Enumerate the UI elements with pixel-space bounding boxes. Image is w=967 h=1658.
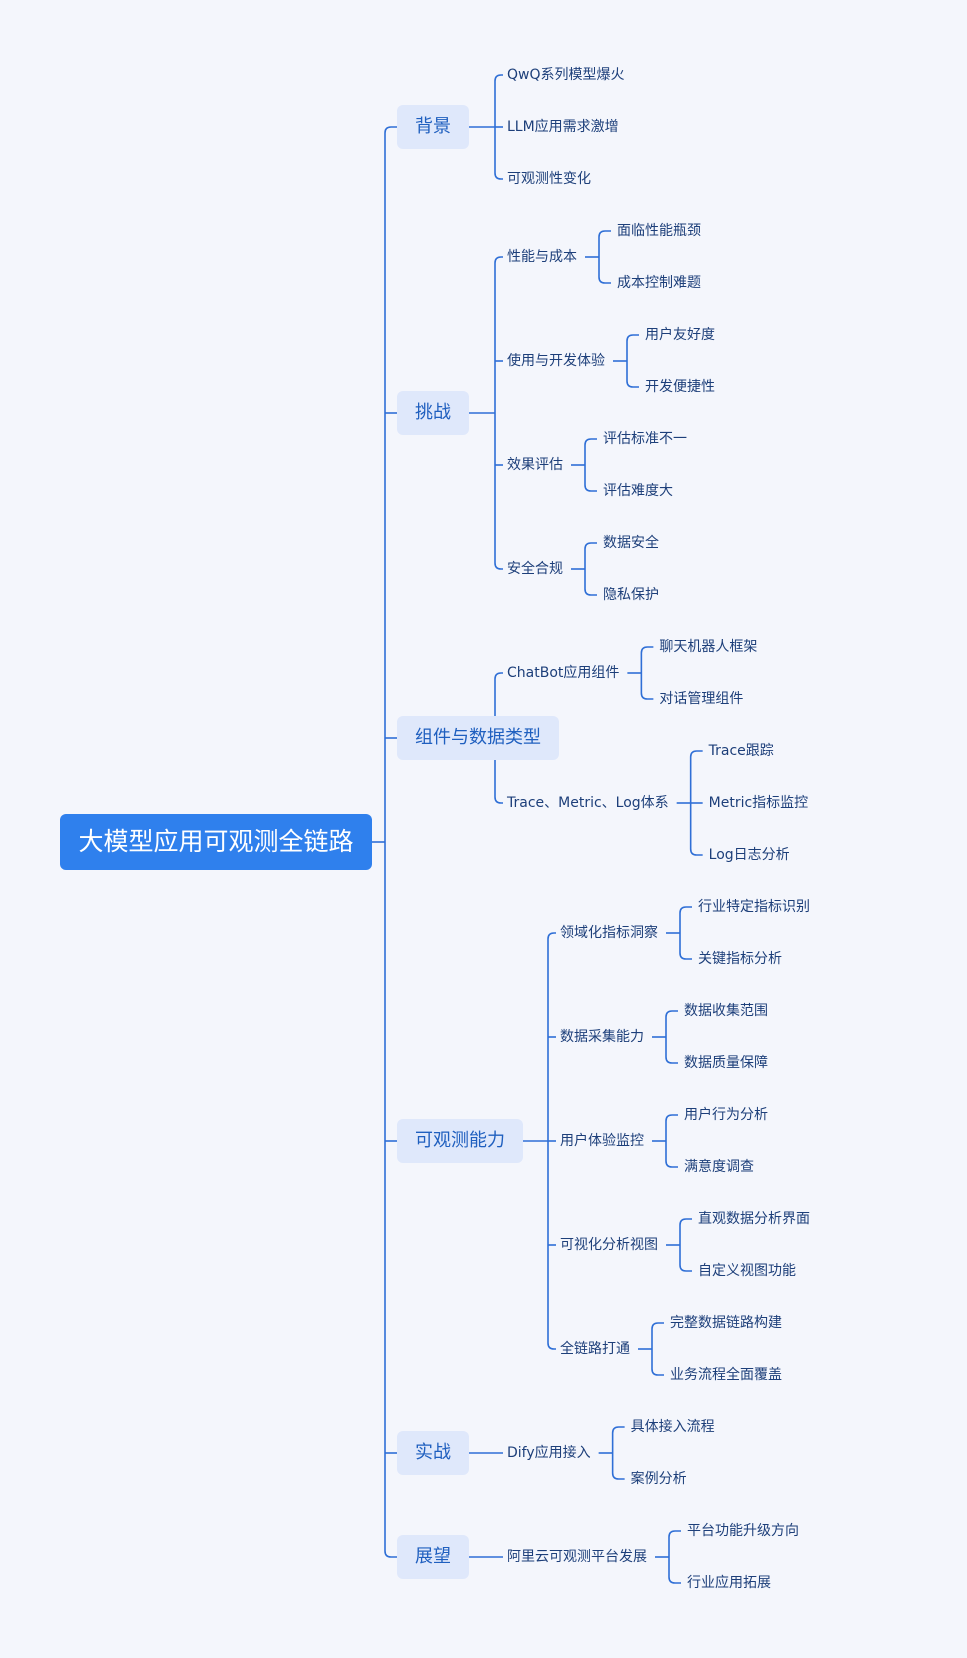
leaf-1-2-1[interactable]: 评估难度大 bbox=[602, 483, 673, 499]
sub-link-3-3-down bbox=[679, 1245, 692, 1272]
leaf-1-0-1[interactable]: 成本控制难题 bbox=[616, 275, 701, 291]
leaf-3-1-0[interactable]: 数据收集范围 bbox=[683, 1003, 768, 1019]
root-node[interactable]: 大模型应用可观测全链路 bbox=[60, 814, 372, 870]
branch-node-1[interactable]: 挑战 bbox=[397, 391, 469, 435]
branch-node-3[interactable]: 可观测能力 bbox=[397, 1119, 523, 1163]
branch-link-2-up bbox=[494, 672, 503, 738]
leaf-5-0-0[interactable]: 平台功能升级方向 bbox=[686, 1523, 799, 1539]
sub-link-1-3-up bbox=[584, 542, 597, 569]
branch-link-1-up bbox=[494, 256, 503, 413]
branch-link-3-up bbox=[547, 932, 556, 1141]
sub-link-3-1-down bbox=[665, 1037, 678, 1064]
branch-link-1-down bbox=[494, 413, 503, 570]
sub-link-1-1-down bbox=[626, 361, 639, 388]
leaf-2-1-0[interactable]: Trace跟踪 bbox=[708, 743, 774, 759]
subtopic-2-1[interactable]: Trace、Metric、Log体系 bbox=[507, 795, 669, 811]
leaf-2-1-2[interactable]: Log日志分析 bbox=[708, 847, 790, 863]
leaf-3-0-1[interactable]: 关键指标分析 bbox=[697, 951, 782, 967]
leaf-5-0-1[interactable]: 行业应用拓展 bbox=[686, 1575, 771, 1591]
branch-node-5[interactable]: 展望 bbox=[397, 1535, 469, 1579]
sub-link-3-4-down bbox=[651, 1349, 664, 1376]
subtopic-5-0[interactable]: 阿里云可观测平台发展 bbox=[507, 1549, 647, 1565]
sub-link-1-3-down bbox=[584, 569, 597, 596]
trunk-up bbox=[384, 126, 397, 842]
leaf-3-3-1[interactable]: 自定义视图功能 bbox=[697, 1263, 796, 1279]
sub-link-5-0-down bbox=[668, 1557, 681, 1584]
subtopic-0-2[interactable]: 可观测性变化 bbox=[507, 171, 591, 187]
subtopic-3-4[interactable]: 全链路打通 bbox=[560, 1341, 630, 1357]
leaf-4-0-0[interactable]: 具体接入流程 bbox=[630, 1419, 715, 1435]
sub-link-1-2-up bbox=[584, 438, 597, 465]
sub-link-3-0-up bbox=[679, 906, 692, 933]
sub-link-3-1-up bbox=[665, 1010, 678, 1037]
sub-link-4-0-up bbox=[611, 1426, 625, 1453]
sub-link-2-0-down bbox=[640, 673, 654, 700]
trunk-down bbox=[384, 842, 397, 1558]
sub-link-5-0-up bbox=[668, 1530, 681, 1557]
leaf-1-3-0[interactable]: 数据安全 bbox=[602, 535, 659, 551]
subtopic-3-3[interactable]: 可视化分析视图 bbox=[560, 1237, 658, 1253]
leaf-1-3-1[interactable]: 隐私保护 bbox=[602, 587, 659, 603]
leaf-3-3-0[interactable]: 直观数据分析界面 bbox=[697, 1211, 810, 1227]
leaf-2-0-1[interactable]: 对话管理组件 bbox=[659, 691, 744, 707]
subtopic-1-3[interactable]: 安全合规 bbox=[507, 561, 563, 577]
sub-link-1-2-down bbox=[584, 465, 597, 492]
branch-node-2[interactable]: 组件与数据类型 bbox=[397, 716, 559, 760]
leaf-1-1-1[interactable]: 开发便捷性 bbox=[644, 379, 715, 395]
subtopic-0-0[interactable]: QwQ系列模型爆火 bbox=[507, 67, 625, 83]
subtopic-1-2[interactable]: 效果评估 bbox=[507, 457, 563, 473]
leaf-1-2-0[interactable]: 评估标准不一 bbox=[602, 431, 687, 447]
leaf-3-2-0[interactable]: 用户行为分析 bbox=[683, 1107, 768, 1123]
sub-link-2-1-up bbox=[689, 750, 703, 803]
sub-link-3-2-down bbox=[665, 1141, 678, 1168]
branch-node-4[interactable]: 实战 bbox=[397, 1431, 469, 1475]
sub-link-3-0-down bbox=[679, 933, 692, 960]
leaf-1-1-0[interactable]: 用户友好度 bbox=[644, 327, 715, 343]
subtopic-3-2[interactable]: 用户体验监控 bbox=[560, 1133, 644, 1149]
leaf-3-2-1[interactable]: 满意度调查 bbox=[683, 1159, 754, 1175]
sub-link-1-0-down bbox=[598, 257, 611, 284]
subtopic-1-1[interactable]: 使用与开发体验 bbox=[507, 353, 605, 369]
sub-link-1-1-up bbox=[626, 334, 639, 361]
sub-link-1-0-up bbox=[598, 230, 611, 257]
sub-link-3-4-up bbox=[651, 1322, 664, 1349]
leaf-2-0-0[interactable]: 聊天机器人框架 bbox=[659, 639, 758, 655]
subtopic-3-0[interactable]: 领域化指标洞察 bbox=[560, 925, 658, 941]
leaf-2-1-1[interactable]: Metric指标监控 bbox=[708, 795, 809, 811]
leaf-4-0-1[interactable]: 案例分析 bbox=[630, 1471, 687, 1487]
leaf-3-1-1[interactable]: 数据质量保障 bbox=[683, 1055, 768, 1071]
branch-link-0-up bbox=[494, 74, 503, 127]
sub-link-3-3-up bbox=[679, 1218, 692, 1245]
sub-link-4-0-down bbox=[611, 1453, 625, 1480]
branch-link-3-down bbox=[547, 1141, 556, 1350]
subtopic-0-1[interactable]: LLM应用需求激增 bbox=[507, 119, 619, 135]
leaf-1-0-0[interactable]: 面临性能瓶颈 bbox=[616, 223, 701, 239]
branch-link-2-down bbox=[494, 738, 503, 804]
leaf-3-4-1[interactable]: 业务流程全面覆盖 bbox=[669, 1367, 782, 1383]
subtopic-4-0[interactable]: Dify应用接入 bbox=[507, 1445, 591, 1461]
subtopic-2-0[interactable]: ChatBot应用组件 bbox=[507, 665, 620, 681]
subtopic-1-0[interactable]: 性能与成本 bbox=[507, 249, 577, 265]
sub-link-2-0-up bbox=[640, 646, 654, 673]
leaf-3-4-0[interactable]: 完整数据链路构建 bbox=[669, 1315, 782, 1331]
branch-link-0-down bbox=[494, 127, 503, 180]
sub-link-2-1-down bbox=[689, 803, 703, 856]
branch-node-0[interactable]: 背景 bbox=[397, 105, 469, 149]
leaf-3-0-0[interactable]: 行业特定指标识别 bbox=[697, 899, 810, 915]
sub-link-3-2-up bbox=[665, 1114, 678, 1141]
subtopic-3-1[interactable]: 数据采集能力 bbox=[560, 1029, 644, 1045]
